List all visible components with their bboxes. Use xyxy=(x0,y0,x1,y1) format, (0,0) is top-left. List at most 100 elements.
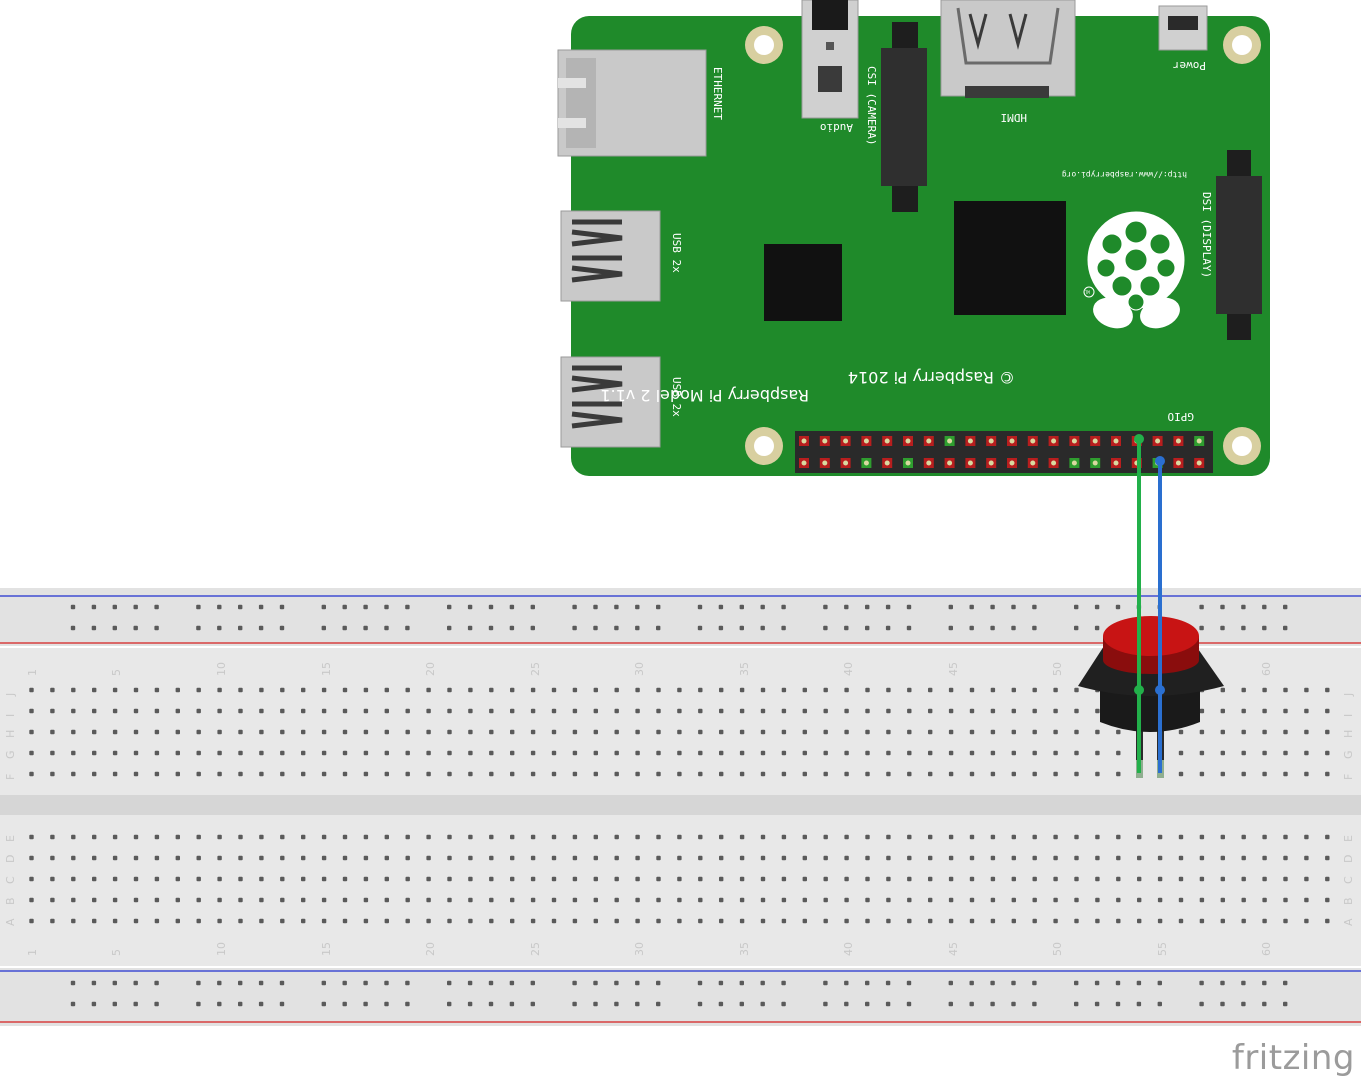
gpio-label: GPIO xyxy=(1168,410,1195,423)
gpio-pin-center xyxy=(1051,438,1057,444)
col-num: 30 xyxy=(633,662,646,676)
pcb xyxy=(571,16,1270,476)
breadboard-hole xyxy=(154,750,160,756)
breadboard-hole xyxy=(1262,729,1267,735)
rail-hole xyxy=(363,1001,368,1007)
breadboard-hole xyxy=(196,687,201,693)
breadboard-hole xyxy=(29,876,34,882)
url-label: http://www.raspberrypi.org xyxy=(1062,170,1187,179)
rail-hole xyxy=(1220,1001,1225,1007)
breadboard-hole xyxy=(1304,855,1309,861)
breadboard-hole xyxy=(50,708,55,714)
col-num: 20 xyxy=(424,942,437,956)
rail-hole xyxy=(217,1001,222,1007)
breadboard-hole xyxy=(259,708,264,714)
rail-hole xyxy=(70,625,76,631)
breadboard-hole xyxy=(71,876,76,882)
rail-hole xyxy=(154,980,159,986)
breadboard-hole xyxy=(990,855,996,861)
breadboard-hole xyxy=(948,708,954,714)
breadboard-hole xyxy=(1304,771,1309,777)
breadboard-hole xyxy=(1325,918,1330,924)
breadboard-hole xyxy=(844,876,849,882)
breadboard-hole xyxy=(802,876,807,882)
breadboard-hole xyxy=(426,729,431,735)
breadboard-hole xyxy=(614,771,619,777)
breadboard-hole xyxy=(1241,750,1246,756)
breadboard-hole xyxy=(1304,729,1309,735)
breadboard-hole xyxy=(551,855,557,861)
breadboard-hole xyxy=(426,897,431,903)
rail-hole xyxy=(990,604,995,610)
gpio-pin-center xyxy=(843,438,849,444)
breadboard-hole xyxy=(739,876,745,882)
breadboard-hole xyxy=(29,771,34,777)
breadboard-hole xyxy=(760,918,766,924)
breadboard-hole xyxy=(321,750,327,756)
rail-hole xyxy=(363,625,368,631)
breadboard-hole xyxy=(175,750,180,756)
breadboard-hole xyxy=(363,855,369,861)
breadboard-hole xyxy=(593,855,598,861)
breadboard-hole xyxy=(739,687,745,693)
rail-hole xyxy=(948,604,953,610)
breadboard-hole xyxy=(719,708,724,714)
breadboard-hole xyxy=(844,771,849,777)
breadboard-hole xyxy=(510,687,515,693)
rail-hole xyxy=(656,1001,661,1007)
rail-hole xyxy=(593,604,598,610)
breadboard-hole xyxy=(1053,876,1058,882)
breadboard-hole xyxy=(1116,771,1121,777)
breadboard-hole xyxy=(238,771,243,777)
rail-hole xyxy=(844,1001,849,1007)
breadboard-hole xyxy=(635,750,640,756)
breadboard-hole xyxy=(280,855,285,861)
breadboard-hole xyxy=(781,771,787,777)
breadboard-hole xyxy=(928,687,933,693)
breadboard-hole xyxy=(175,918,180,924)
breadboard-hole xyxy=(928,834,933,840)
breadboard-hole xyxy=(551,729,557,735)
breadboard-hole xyxy=(405,897,410,903)
breadboard-hole xyxy=(928,771,933,777)
breadboard-hole xyxy=(238,708,243,714)
rail-hole xyxy=(739,604,744,610)
rail-hole xyxy=(635,980,640,986)
breadboard-hole xyxy=(50,687,55,693)
breadboard-hole xyxy=(614,750,619,756)
breadboard-hole xyxy=(865,876,870,882)
rail-hole xyxy=(258,1001,264,1007)
rail-hole xyxy=(865,980,870,986)
power-port: Power xyxy=(1158,5,1208,72)
breadboard-hole xyxy=(551,876,557,882)
gpio-pin-center xyxy=(1175,460,1181,466)
breadboard-hole xyxy=(1220,750,1225,756)
breadboard-hole xyxy=(1095,834,1100,840)
breadboard-hole xyxy=(301,750,306,756)
rail-hole xyxy=(1283,604,1288,610)
breadboard-hole xyxy=(719,729,724,735)
breadboard-hole xyxy=(238,876,243,882)
breadboard-hole xyxy=(196,750,201,756)
breadboard-hole xyxy=(29,687,34,693)
rail-hole xyxy=(154,604,159,610)
breadboard-hole xyxy=(71,750,76,756)
rail-hole xyxy=(1220,604,1225,610)
row-letter: G xyxy=(1342,750,1355,759)
breadboard-hole xyxy=(990,897,996,903)
breadboard-hole xyxy=(133,771,139,777)
breadboard-hole xyxy=(928,729,933,735)
breadboard-hole xyxy=(175,876,180,882)
breadboard-hole xyxy=(489,708,494,714)
breadboard-hole xyxy=(196,855,201,861)
col-num: 5 xyxy=(110,669,123,676)
col-num: 1 xyxy=(26,669,39,676)
rail-hole xyxy=(635,625,640,631)
csi-label: CSI (CAMERA) xyxy=(865,66,878,145)
breadboard-hole xyxy=(1199,729,1205,735)
breadboard-hole xyxy=(447,750,452,756)
row-letter: H xyxy=(4,730,17,738)
rail-hole xyxy=(969,1001,974,1007)
rail-hole xyxy=(1283,625,1288,631)
breadboard-hole xyxy=(1325,750,1330,756)
